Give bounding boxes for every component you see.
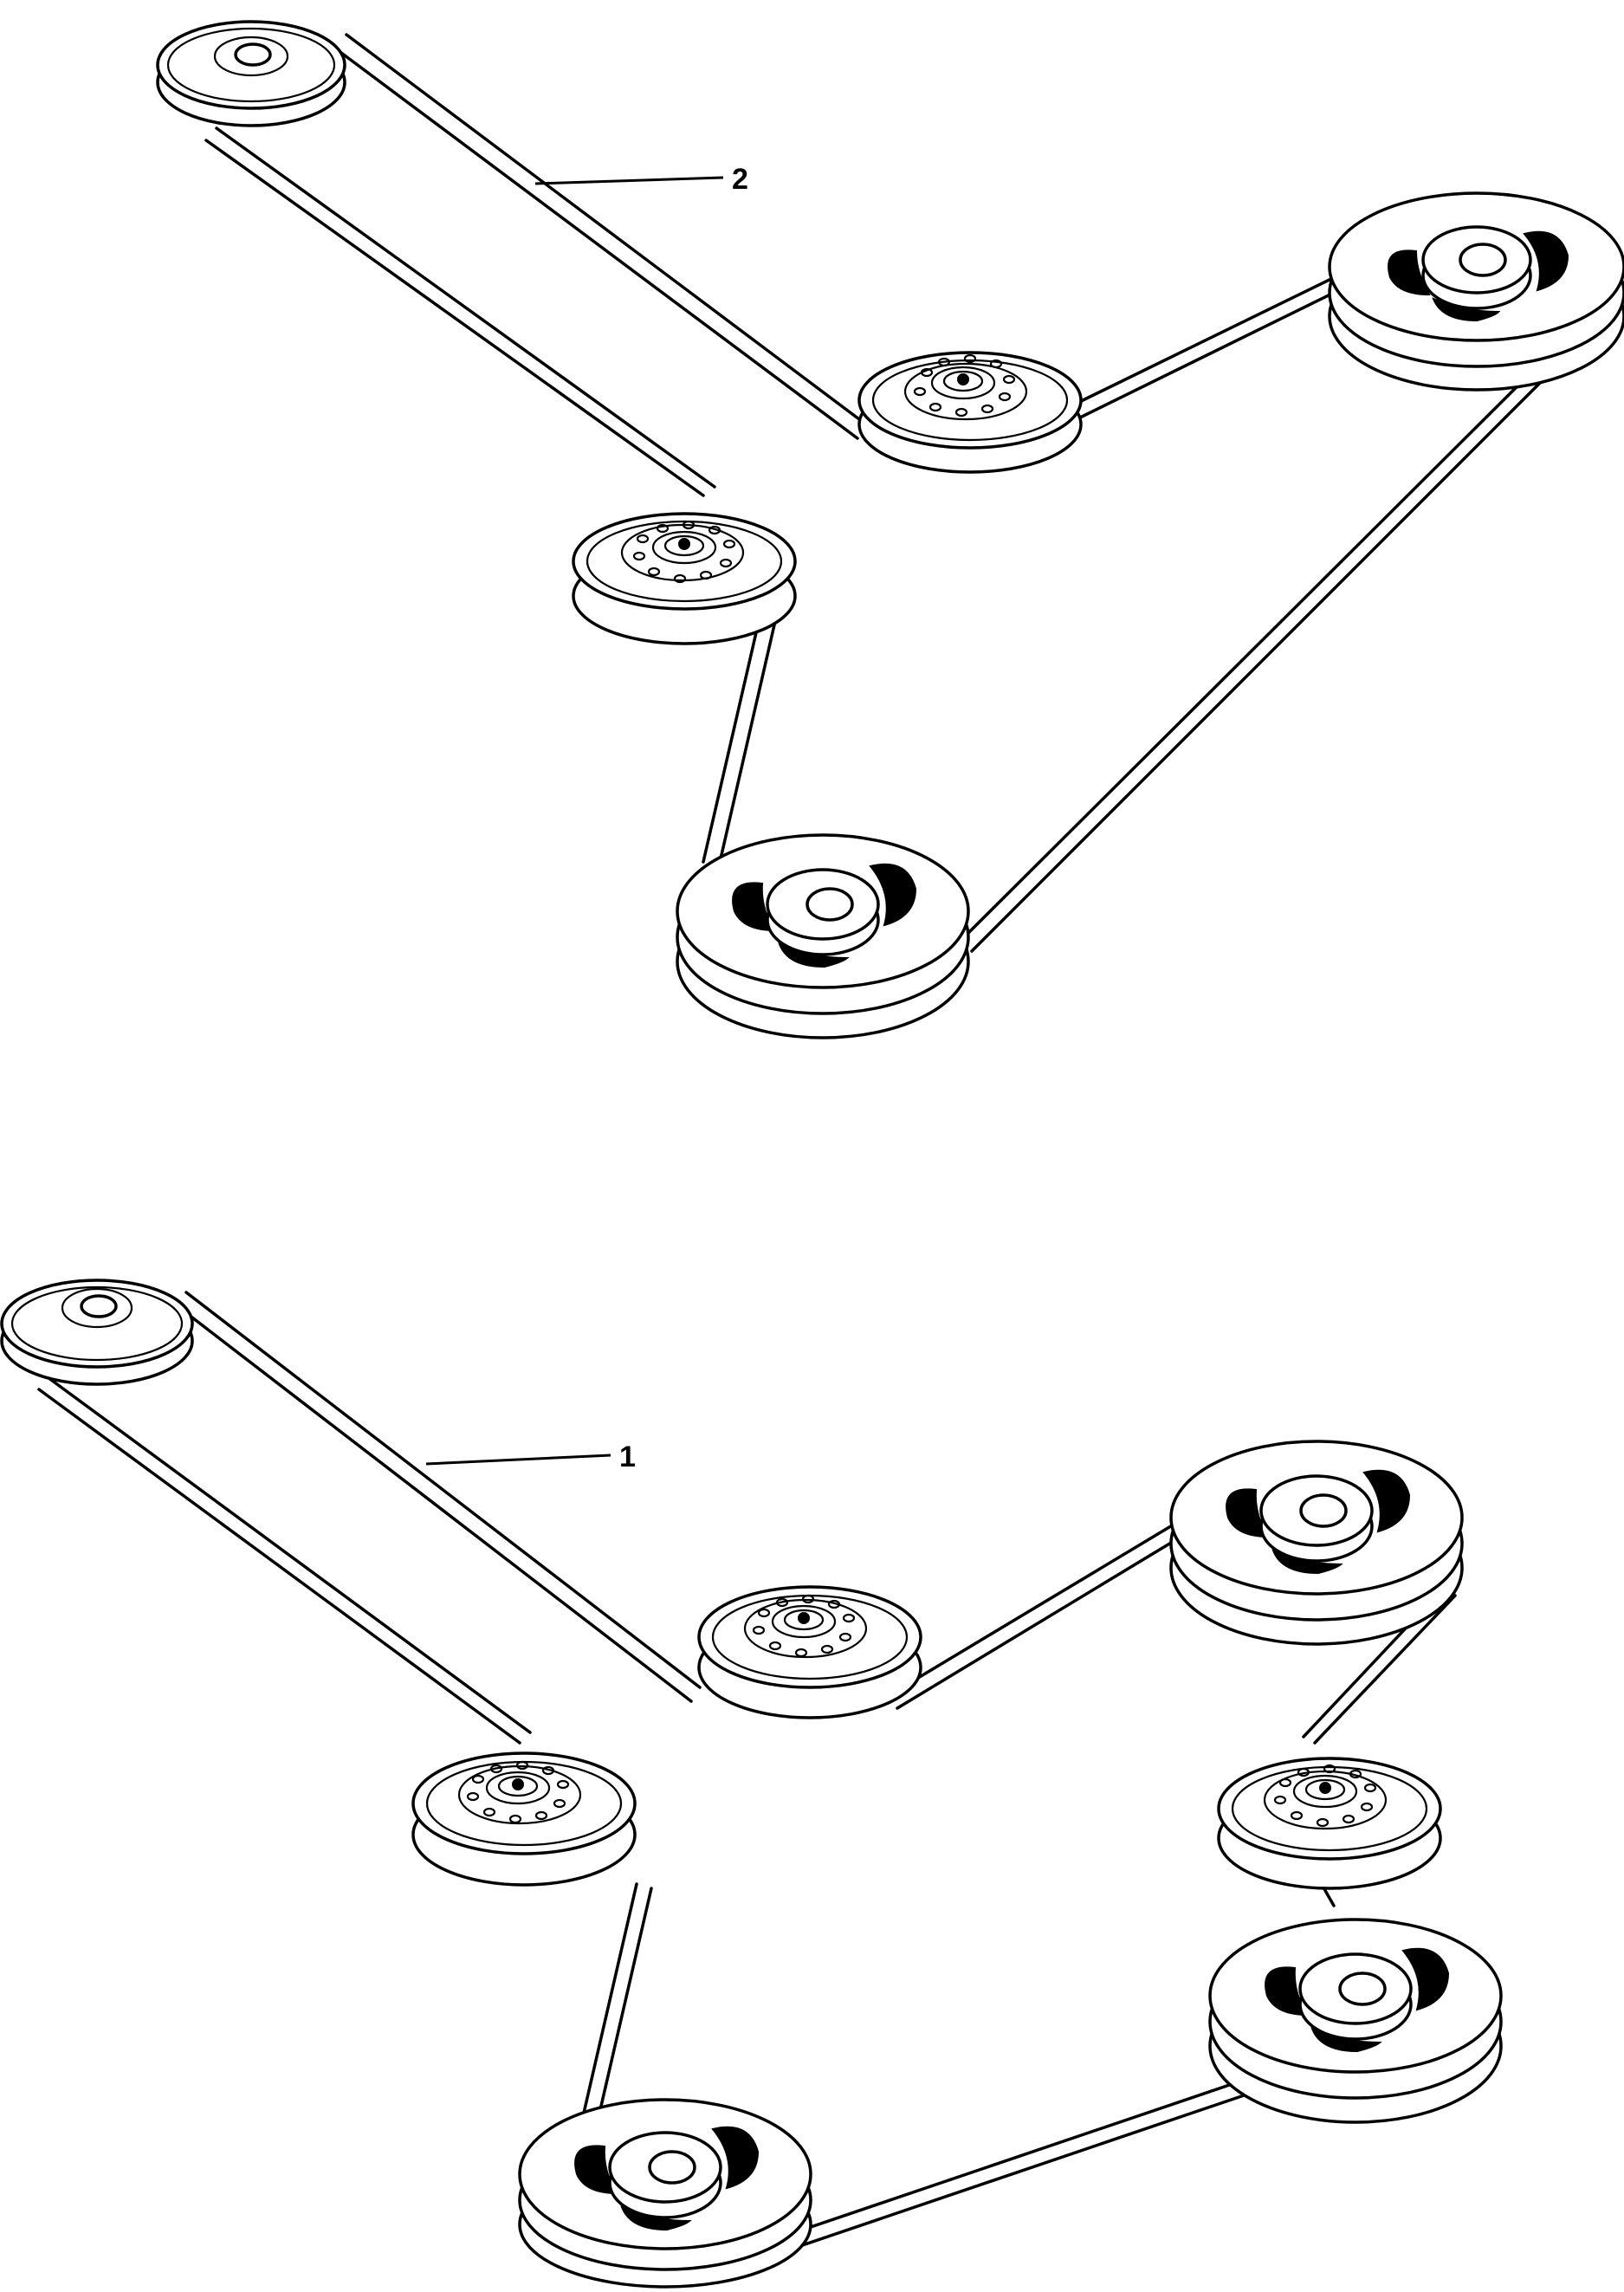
- callout-2-label: 2: [732, 163, 748, 196]
- callout-1: 1: [425, 1441, 636, 1473]
- idler-pulley-lower-middle: [697, 1585, 922, 1719]
- upper-belt-assembly: 2: [156, 20, 1624, 1039]
- idler-pulley-lower-left: [411, 1751, 637, 1887]
- lower-belt-assembly: 1: [0, 1279, 1503, 2289]
- belt-1: [37, 1291, 1457, 2258]
- spindle-pulley-upper-right: [1328, 191, 1624, 392]
- small-pulley-lower: [0, 1279, 194, 1386]
- idler-pulley-lower-right: [1217, 1757, 1442, 1890]
- callout-1-label: 1: [619, 1441, 636, 1473]
- spindle-pulley-lower-right: [1208, 1918, 1503, 2124]
- callout-2: 2: [534, 163, 748, 196]
- spindle-pulley-upper-bottom: [676, 833, 970, 1039]
- small-pulley-upper: [156, 20, 346, 127]
- idler-pulley-upper-left: [572, 512, 797, 645]
- spindle-pulley-lower-bottom: [518, 2098, 812, 2289]
- belt-2: [204, 33, 1580, 953]
- idler-pulley-upper-middle: [857, 351, 1083, 474]
- spindle-pulley-lower-top: [1169, 1440, 1464, 1646]
